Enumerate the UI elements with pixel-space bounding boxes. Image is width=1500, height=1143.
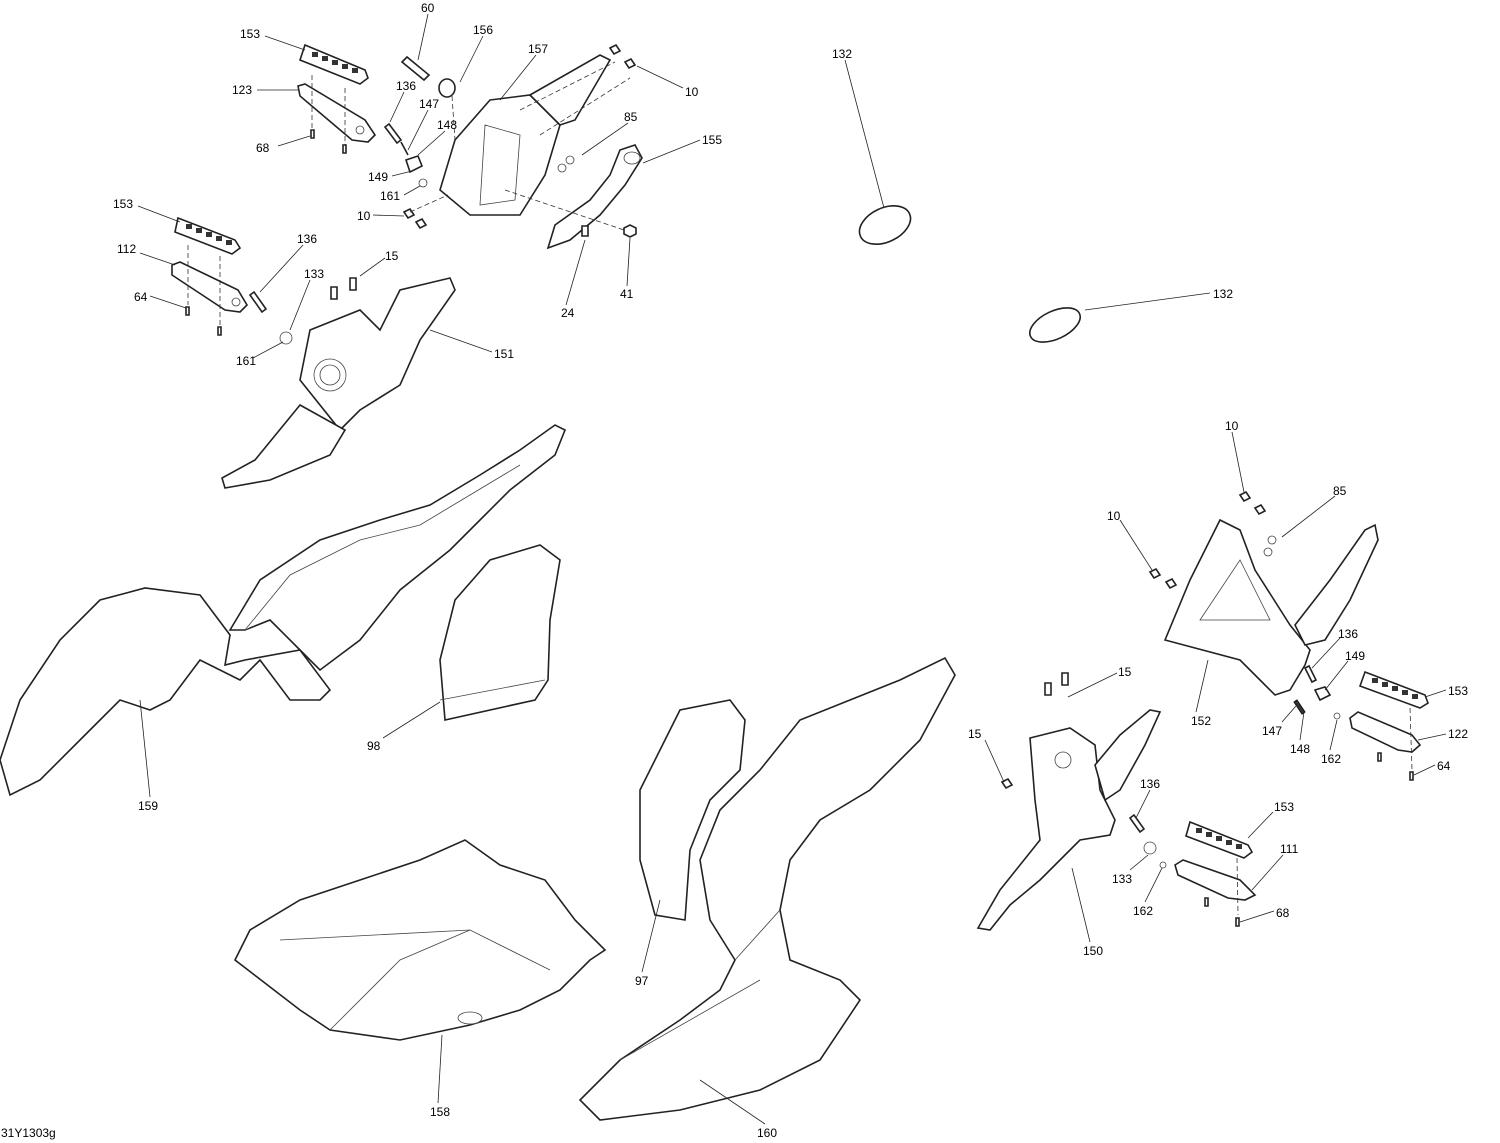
callout-60: 60 (421, 1, 435, 15)
side-panel-159 (0, 424, 567, 797)
callout-10: 10 (357, 209, 371, 223)
pin-136-left (248, 290, 268, 314)
callout-85: 85 (1333, 484, 1347, 498)
callout-153: 153 (113, 197, 134, 211)
footrest-bracket-157 (439, 54, 612, 216)
callout-111: 111 (1280, 842, 1299, 856)
callout-112: 112 (117, 242, 137, 256)
panel-97 (639, 699, 746, 921)
callout-123: 123 (232, 83, 253, 97)
nut-41 (623, 224, 637, 238)
callout-149: 149 (368, 170, 389, 184)
footpeg-bracket-112 (171, 261, 249, 313)
panel-160 (578, 656, 956, 1121)
callout-162: 162 (1321, 752, 1342, 766)
callout-151: 151 (494, 347, 515, 361)
footpeg-153-right (1358, 670, 1429, 709)
diagram-code: 31Y1303g (1, 1126, 56, 1140)
callout-136: 136 (1338, 627, 1359, 641)
clip-161 (418, 178, 428, 188)
footpeg-153-top (299, 43, 369, 85)
callout-147: 147 (419, 97, 440, 111)
callout-15: 15 (968, 727, 982, 741)
callout-162: 162 (1133, 904, 1154, 918)
callout-85: 85 (624, 110, 638, 124)
callout-136: 136 (396, 79, 417, 93)
nut-85-a (565, 155, 575, 165)
callout-157: 157 (528, 42, 549, 56)
leader-lines (137, 13, 1447, 1125)
callout-133: 133 (304, 267, 325, 281)
pin-136-top (383, 122, 403, 145)
callout-68: 68 (256, 141, 270, 155)
callout-24: 24 (561, 306, 575, 320)
callout-15: 15 (1118, 665, 1132, 679)
callout-15: 15 (385, 249, 399, 263)
callout-10: 10 (685, 85, 699, 99)
footpeg-bracket-123 (297, 83, 377, 143)
callout-64: 64 (1437, 759, 1451, 773)
callout-148: 148 (1290, 742, 1311, 756)
callout-152: 152 (1191, 714, 1212, 728)
pin-60 (400, 55, 431, 82)
footrest-bracket-152 (1163, 518, 1379, 696)
callout-147: 147 (1262, 724, 1283, 738)
callout-153: 153 (1274, 800, 1295, 814)
callout-153: 153 (1448, 684, 1469, 698)
heel-guard-155 (546, 144, 643, 250)
callout-64: 64 (134, 290, 148, 304)
callout-161: 161 (380, 189, 401, 203)
callout-136: 136 (297, 232, 318, 246)
callout-97: 97 (635, 974, 649, 988)
callout-41: 41 (620, 287, 634, 301)
callout-122: 122 (1448, 727, 1469, 741)
callout-148: 148 (437, 118, 458, 132)
callout-149: 149 (1345, 649, 1366, 663)
callout-10: 10 (1225, 419, 1239, 433)
bolt-24 (581, 225, 589, 237)
callout-132: 132 (832, 47, 853, 61)
callout-68: 68 (1276, 906, 1290, 920)
callout-132: 132 (1213, 287, 1234, 301)
footrest-bracket-151 (221, 277, 456, 489)
callout-133: 133 (1112, 872, 1133, 886)
callout-150: 150 (1083, 944, 1104, 958)
footrest-bracket-150 (976, 709, 1162, 931)
undertray-158 (233, 839, 607, 1041)
nut-85-b (557, 163, 567, 173)
footpeg-bracket-111 (1174, 859, 1257, 901)
callout-161: 161 (236, 354, 257, 368)
o-ring-132-a (858, 205, 912, 245)
callout-136: 136 (1140, 777, 1161, 791)
side-panel-98 (439, 544, 561, 721)
footpeg-153-left (174, 216, 242, 255)
callout-98: 98 (367, 739, 381, 753)
plate-149 (404, 155, 424, 174)
callout-10: 10 (1107, 509, 1121, 523)
footpeg-bracket-122 (1349, 711, 1422, 753)
o-ring-132-b (1029, 307, 1081, 343)
bushing-156 (438, 78, 456, 98)
footpeg-153-lower (1185, 820, 1254, 859)
callout-155: 155 (702, 133, 723, 147)
callout-159: 159 (138, 799, 159, 813)
callout-153: 153 (240, 27, 261, 41)
callout-156: 156 (473, 23, 494, 37)
spring-147 (400, 141, 409, 156)
spring-133-left (279, 331, 293, 345)
callout-158: 158 (430, 1105, 451, 1119)
callout-160: 160 (757, 1126, 778, 1140)
